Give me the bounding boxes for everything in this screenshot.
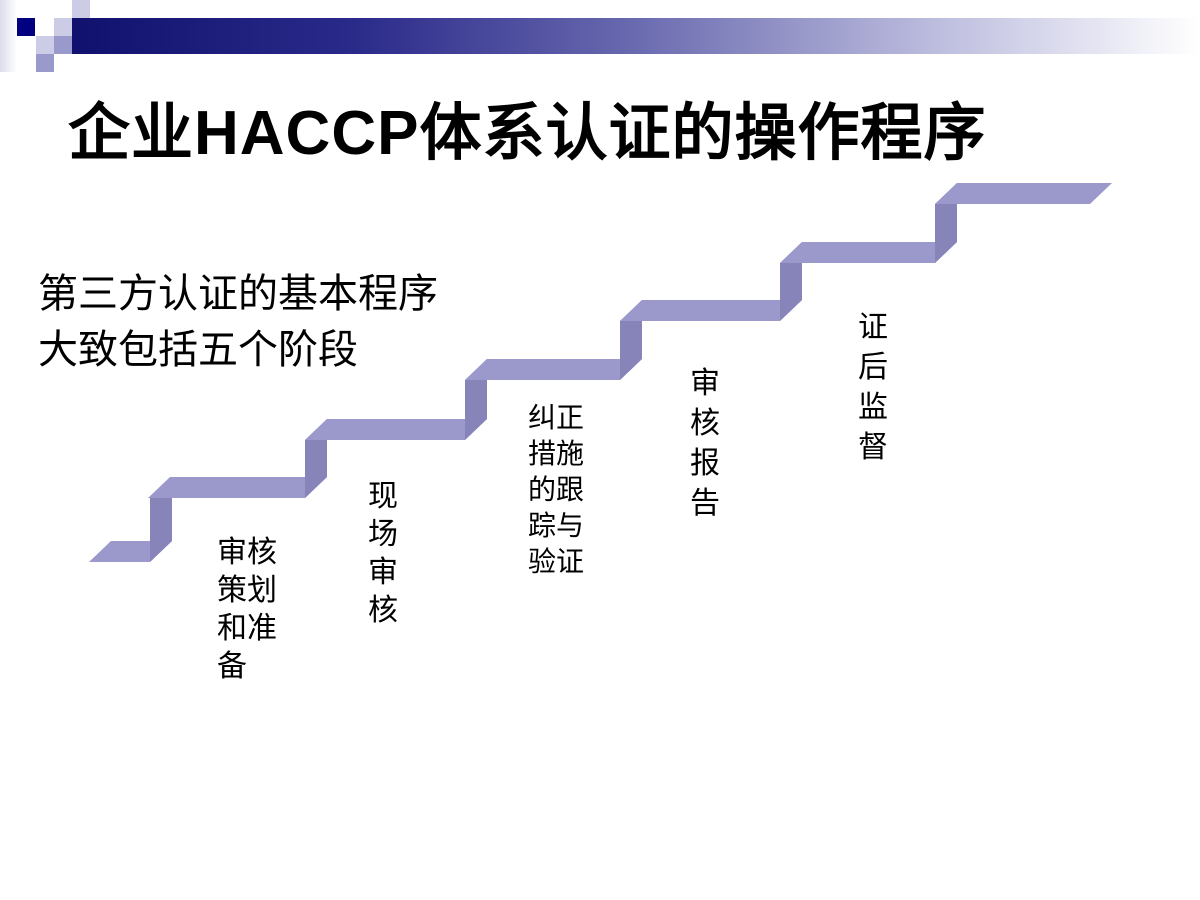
banner-square	[36, 54, 54, 72]
banner-square	[36, 36, 54, 54]
stair-tread	[148, 477, 327, 498]
stair-tread	[935, 183, 1112, 204]
subtitle-line: 大致包括五个阶段	[38, 328, 358, 372]
stair-tread	[620, 300, 802, 321]
banner-left-fade	[0, 0, 17, 72]
subtitle-line: 第三方认证的基本程序	[38, 272, 438, 316]
stair-tread	[465, 359, 642, 380]
stage-label-4: 审核报告	[690, 367, 720, 520]
banner-square	[72, 0, 90, 18]
banner-square	[17, 18, 35, 36]
banner-square	[54, 18, 72, 36]
stage-label-3: 纠正措施的跟踪与验证	[528, 402, 585, 577]
slide-subtitle: 第三方认证的基本程序 大致包括五个阶段	[38, 266, 438, 378]
stair-riser	[150, 477, 172, 562]
stage-label-5: 证后监督	[858, 311, 888, 464]
stair-tread	[780, 242, 957, 263]
stage-label-2: 现场审核	[368, 480, 398, 627]
banner-square	[54, 36, 72, 54]
stage-label-1: 审核策划和准备	[217, 536, 277, 683]
stair-tread	[305, 419, 487, 440]
banner-bar	[72, 18, 1200, 54]
slide-title: 企业HACCP体系认证的操作程序	[68, 99, 987, 168]
